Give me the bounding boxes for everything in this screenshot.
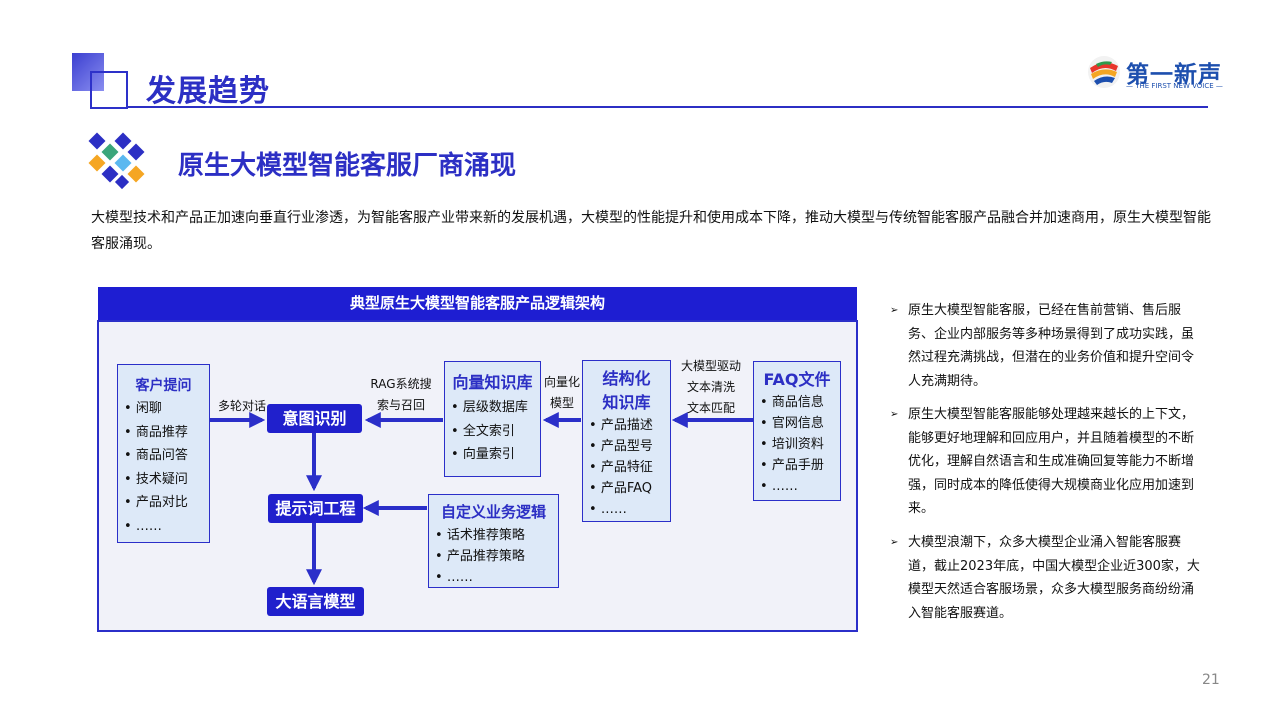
header-decor-outline	[90, 71, 128, 109]
vector-kb-title: 向量知识库	[452, 373, 533, 392]
structured-kb-box: 结构化 知识库 产品描述 产品型号 产品特征 产品FAQ ……	[582, 360, 671, 522]
list-item: ……	[429, 567, 558, 588]
list-item: 商品问答	[118, 444, 209, 468]
list-item: ……	[754, 476, 840, 497]
list-item: 层级数据库	[445, 396, 540, 420]
list-item: 培训资料	[754, 434, 840, 455]
intent-recognition-node: 意图识别	[267, 404, 362, 433]
label-rag: RAG系统搜 索与召回	[363, 374, 439, 416]
page-number: 21	[1202, 672, 1220, 688]
diamond-cluster-icon	[88, 132, 145, 190]
header-rule	[128, 106, 1208, 108]
custom-logic-title: 自定义业务逻辑	[440, 503, 546, 521]
list-item: 闲聊	[118, 397, 209, 421]
intro-paragraph: 大模型技术和产品正加速向垂直行业渗透，为智能客服产业带来新的发展机遇，大模型的性…	[91, 210, 1211, 252]
list-item: 产品型号	[583, 436, 670, 457]
list-item: 产品特征	[583, 457, 670, 478]
diagram-title: 典型原生大模型智能客服产品逻辑架构	[98, 287, 857, 320]
list-item: 官网信息	[754, 413, 840, 434]
list-item: 话术推荐策略	[429, 525, 558, 546]
label-llm-line3: 文本匹配	[686, 401, 735, 415]
structured-kb-title-line1: 结构化	[602, 369, 651, 388]
arrowhead-bullet-icon: ➢	[890, 409, 899, 420]
faq-file-box: FAQ文件 商品信息 官网信息 培训资料 产品手册 ……	[753, 361, 841, 501]
label-llm-line2: 文本清洗	[686, 380, 735, 394]
arrowhead-bullet-icon: ➢	[890, 537, 899, 548]
customer-question-title: 客户提问	[135, 378, 192, 394]
bullet-item: ➢ 大模型浪潮下，众多大模型企业涌入智能客服赛道，截止2023年底，中国大模型企…	[890, 531, 1200, 625]
large-language-model-node: 大语言模型	[267, 587, 364, 616]
structured-kb-title-line2: 知识库	[602, 393, 651, 412]
brand-logo: 第一新声 — THE FIRST NEW VOICE —	[1086, 52, 1226, 96]
label-vectorize: 向量化 模型	[540, 372, 584, 414]
list-item: 产品FAQ	[583, 478, 670, 499]
arrowhead-bullet-icon: ➢	[890, 305, 899, 316]
faq-file-title: FAQ文件	[763, 370, 831, 389]
customer-question-box: 客户提问 闲聊 商品推荐 商品问答 技术疑问 产品对比 ……	[117, 364, 210, 543]
bullet-item: ➢ 原生大模型智能客服，已经在售前营销、售后服务、企业内部服务等多种场景得到了成…	[890, 299, 1200, 393]
label-rag-line1: RAG系统搜	[370, 377, 432, 391]
logo-name: 第一新声	[1126, 62, 1222, 88]
prompt-engineering-node: 提示词工程	[268, 494, 363, 523]
section-title: 原生大模型智能客服厂商涌现	[178, 151, 517, 181]
list-item: 技术疑问	[118, 468, 209, 492]
bullet-item: ➢ 原生大模型智能客服能够处理越来越长的上下文，能够更好地理解和回应用户，并且随…	[890, 403, 1200, 521]
list-item: 商品信息	[754, 392, 840, 413]
custom-logic-box: 自定义业务逻辑 话术推荐策略 产品推荐策略 ……	[428, 494, 559, 588]
label-vectorize-line1: 向量化	[543, 375, 580, 389]
list-item: 产品推荐策略	[429, 546, 558, 567]
label-llm-line1: 大模型驱动	[680, 359, 741, 373]
list-item: 产品手册	[754, 455, 840, 476]
label-multi-turn: 多轮对话	[217, 399, 266, 413]
list-item: ……	[118, 515, 209, 539]
list-item: 产品对比	[118, 491, 209, 515]
vector-kb-box: 向量知识库 层级数据库 全文索引 向量索引	[444, 361, 541, 477]
list-item: ……	[583, 499, 670, 520]
label-vectorize-line2: 模型	[549, 396, 574, 410]
list-item: 产品描述	[583, 415, 670, 436]
label-rag-line2: 索与召回	[376, 398, 425, 412]
page-title: 发展趋势	[146, 74, 270, 109]
list-item: 全文索引	[445, 420, 540, 444]
logo-mark-icon	[1088, 56, 1120, 88]
logo-subtitle: — THE FIRST NEW VOICE —	[1126, 82, 1223, 90]
label-llm-driven: 大模型驱动 文本清洗 文本匹配	[673, 356, 749, 419]
list-item: 商品推荐	[118, 421, 209, 445]
list-item: 向量索引	[445, 443, 540, 467]
